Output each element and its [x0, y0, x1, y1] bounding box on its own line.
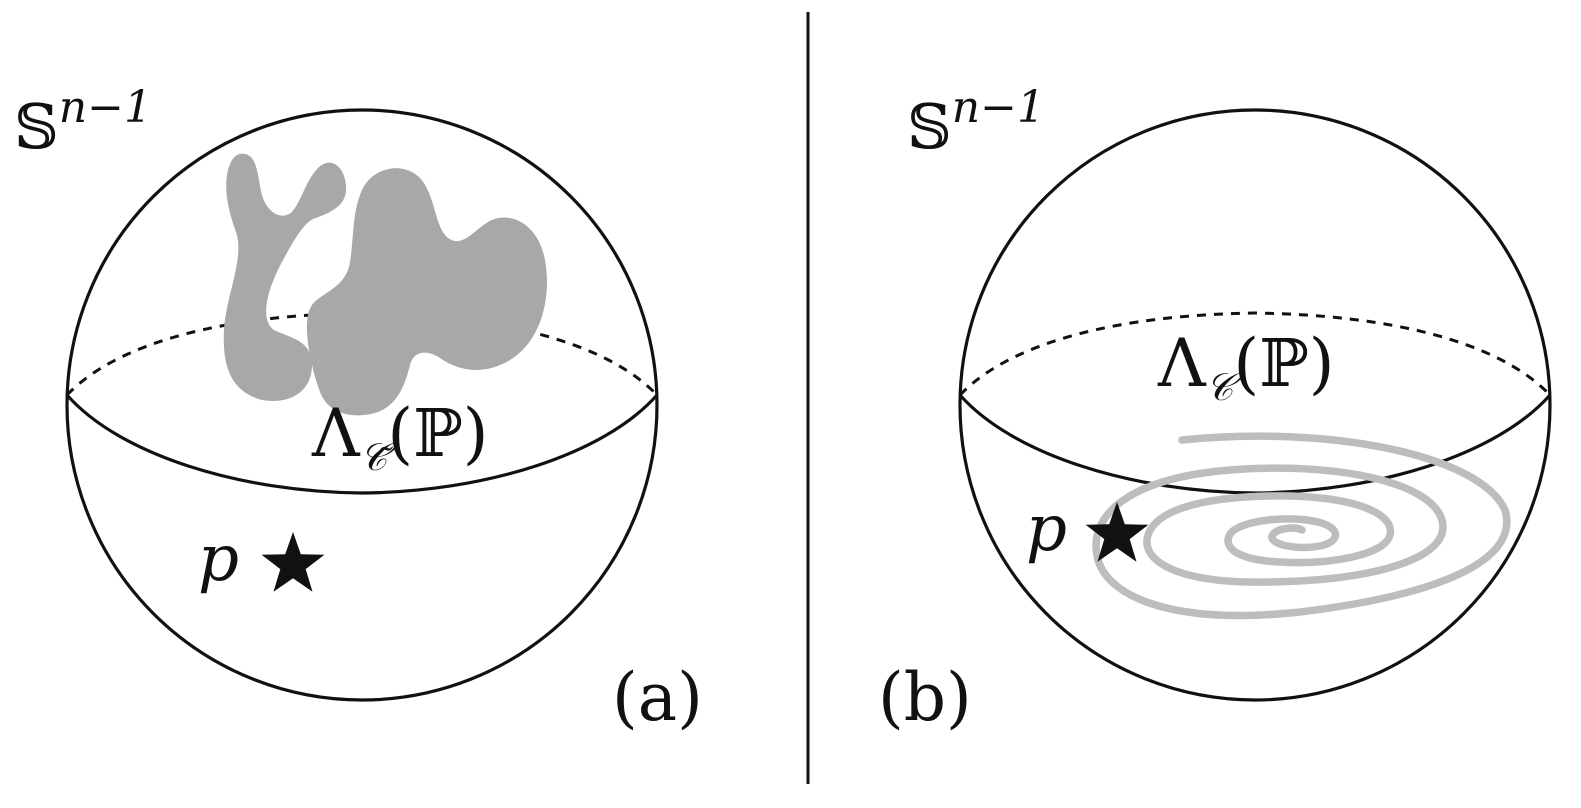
- panel-a: 𝕊n−1 Λ𝒞̃(ℙ) p (a): [14, 82, 703, 736]
- sphere-a-equator-front: [65, 393, 659, 495]
- region-b-spiral: [1092, 432, 1511, 620]
- panel-b-tag: (b): [878, 659, 972, 736]
- point-a-label: p: [198, 522, 239, 596]
- star-icon: [261, 532, 325, 592]
- point-b-label: p: [1026, 492, 1067, 566]
- region-b-label: Λ𝒞(ℙ): [1157, 325, 1335, 409]
- sphere-a-label: 𝕊n−1: [14, 82, 152, 163]
- star-icon: [1085, 502, 1149, 562]
- sphere-b-label: 𝕊n−1: [907, 82, 1045, 163]
- region-a-blob: [223, 153, 547, 416]
- sphere-a-outline: [65, 108, 659, 702]
- sphere-b-equator-front: [958, 393, 1552, 495]
- sphere-b-outline: [958, 108, 1552, 702]
- sphere-b-equator-back: [958, 311, 1552, 397]
- panel-a-tag: (a): [612, 659, 703, 736]
- region-a-label: Λ𝒞̃(ℙ): [311, 395, 489, 479]
- panel-b: 𝕊n−1 Λ𝒞(ℙ) p (b): [878, 82, 1552, 736]
